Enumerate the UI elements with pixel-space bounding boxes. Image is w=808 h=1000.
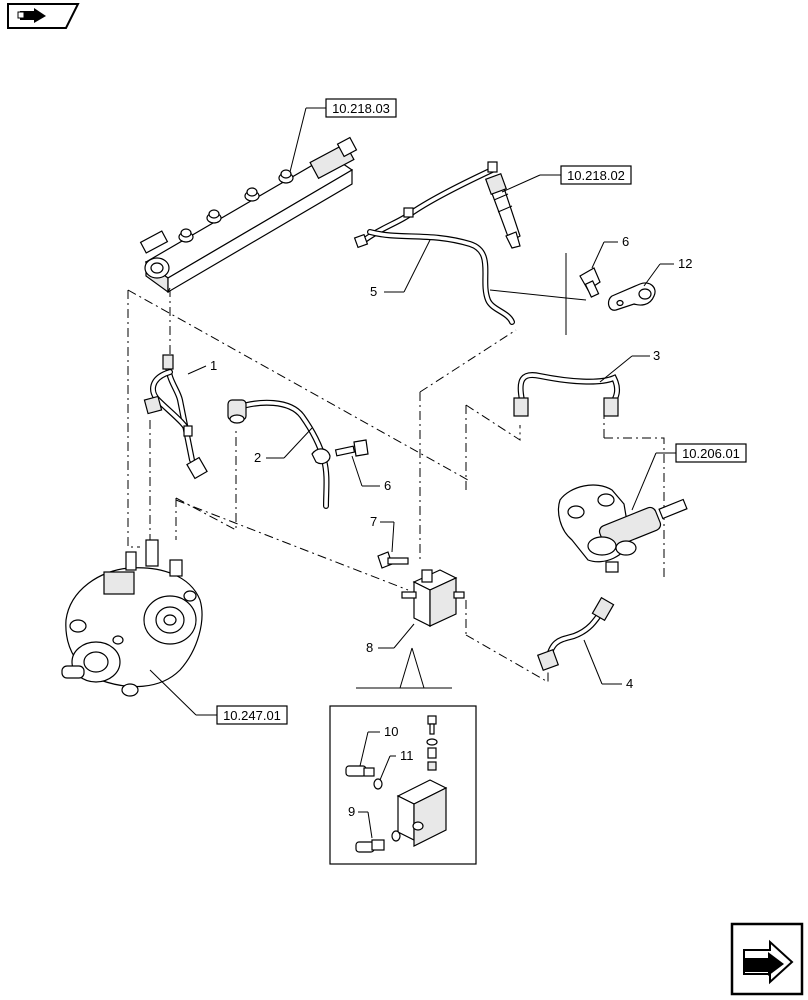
svg-text:9: 9	[348, 804, 355, 819]
svg-text:10.247.01: 10.247.01	[223, 708, 281, 723]
svg-text:2: 2	[254, 450, 261, 465]
callout-4: 4	[583, 639, 633, 691]
pipe-1	[143, 354, 208, 480]
callout-11: 11	[379, 748, 414, 781]
clamp-12	[607, 282, 656, 311]
ref-pump[interactable]: 10.247.01	[216, 705, 288, 725]
svg-text:11: 11	[400, 748, 414, 763]
screw-6-lower	[334, 439, 369, 457]
svg-text:10.206.01: 10.206.01	[682, 446, 740, 461]
svg-text:1: 1	[210, 358, 217, 373]
svg-text:8: 8	[366, 640, 373, 655]
svg-text:7: 7	[370, 514, 377, 529]
next-page-arrow-icon[interactable]	[730, 922, 804, 996]
section-marker	[489, 253, 587, 335]
callout-1: 1	[187, 358, 217, 375]
screw-6-upper	[579, 267, 601, 298]
callout-8: 8	[366, 623, 415, 655]
injector	[484, 172, 521, 249]
screw-7	[377, 551, 409, 569]
svg-text:10.218.02: 10.218.02	[567, 168, 625, 183]
ref-filter[interactable]: 10.206.01	[675, 443, 747, 463]
block-8	[401, 569, 465, 627]
svg-text:10: 10	[384, 724, 398, 739]
injector-pipe	[353, 161, 515, 325]
svg-text:3: 3	[653, 348, 660, 363]
ref-rail[interactable]: 10.218.03	[325, 98, 397, 118]
callout-2: 2	[254, 427, 313, 465]
svg-text:4: 4	[626, 676, 633, 691]
callout-12: 12	[643, 256, 692, 287]
callout-10: 10	[359, 724, 398, 767]
injection-pump	[61, 539, 203, 697]
pipe-4	[536, 596, 615, 672]
pipe-2	[227, 399, 331, 509]
callout-7: 7	[370, 514, 395, 553]
svg-text:6: 6	[622, 234, 629, 249]
fuel-rail	[139, 136, 358, 294]
callout-6-lower: 6	[351, 455, 391, 493]
callout-9: 9	[348, 804, 373, 839]
assembly-lines	[127, 288, 665, 683]
callout-5: 5	[370, 239, 431, 299]
detail-inset	[329, 647, 477, 865]
svg-text:10.218.03: 10.218.03	[332, 101, 390, 116]
filter-head	[557, 484, 688, 573]
book-arrow-icon[interactable]	[7, 3, 80, 29]
callout-6-upper: 6	[591, 234, 629, 269]
svg-text:6: 6	[384, 478, 391, 493]
svg-text:5: 5	[370, 284, 377, 299]
ref-injector[interactable]: 10.218.02	[560, 165, 632, 185]
svg-text:12: 12	[678, 256, 692, 271]
pipe-3	[513, 372, 621, 417]
callout-3: 3	[599, 348, 660, 383]
